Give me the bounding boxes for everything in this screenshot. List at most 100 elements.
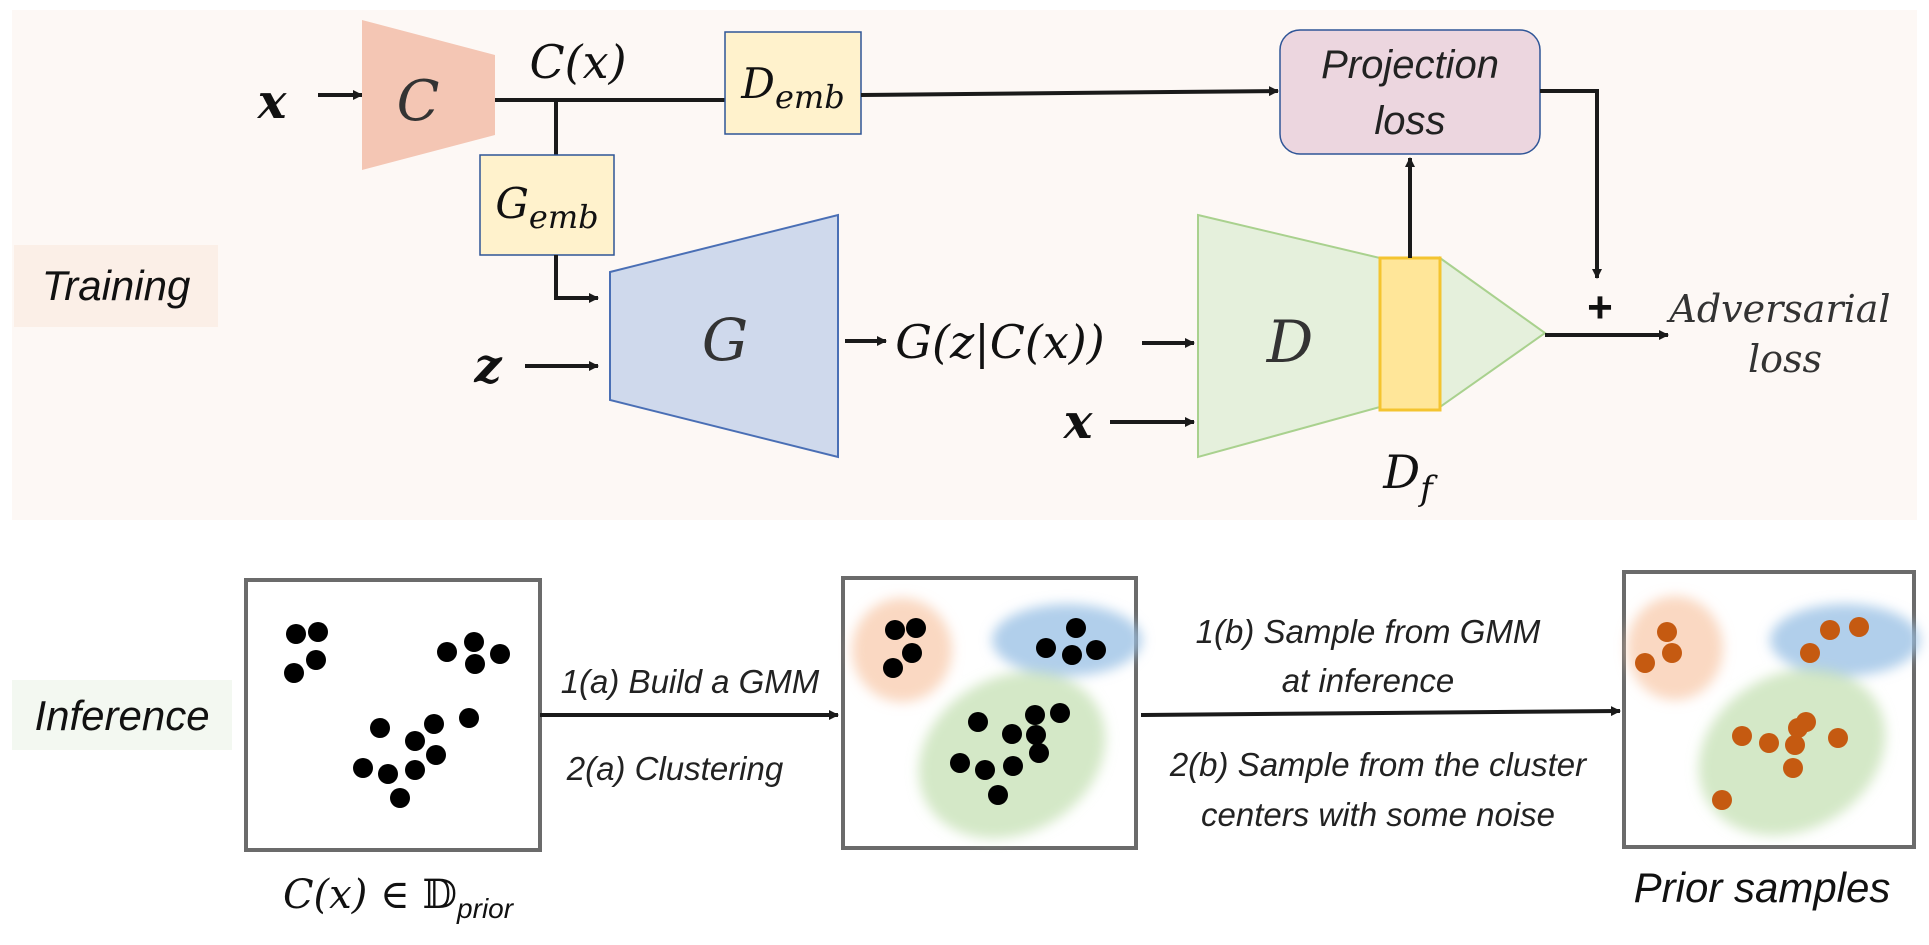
training-label-box bbox=[14, 245, 218, 327]
sample-point bbox=[1783, 758, 1803, 778]
generator-output-label: G(z|C(x)) bbox=[895, 315, 1104, 369]
projection-loss-line2: loss bbox=[1374, 99, 1445, 143]
prior-points bbox=[284, 622, 510, 808]
step-1b-line1: 1(b) Sample from GMM bbox=[1196, 613, 1541, 650]
data-point bbox=[883, 658, 903, 678]
g-emb-label: Gemb bbox=[495, 179, 598, 236]
prior-caption: C(x) ∈ 𝔻prior bbox=[283, 872, 515, 924]
encoder-c-label: C bbox=[397, 69, 440, 134]
g-emb-base: G bbox=[495, 179, 529, 228]
data-point bbox=[437, 642, 457, 662]
data-point bbox=[1029, 743, 1049, 763]
data-point bbox=[1066, 618, 1086, 638]
data-point bbox=[308, 622, 328, 642]
data-point bbox=[902, 643, 922, 663]
step-1a-label: 1(a) Build a GMM bbox=[561, 663, 820, 700]
sample-point bbox=[1657, 622, 1677, 642]
data-point bbox=[1086, 640, 1106, 660]
df-feature-box bbox=[1378, 256, 1442, 412]
sampled-points bbox=[1635, 617, 1869, 810]
data-point bbox=[390, 788, 410, 808]
inference-label-box bbox=[12, 680, 232, 750]
data-point bbox=[975, 760, 995, 780]
step-2b-line2: centers with some noise bbox=[1201, 796, 1555, 833]
data-point bbox=[426, 745, 446, 765]
plus-sign: + bbox=[1587, 283, 1613, 332]
generator-g bbox=[609, 213, 839, 459]
training-label: Training bbox=[42, 262, 191, 309]
data-point bbox=[405, 760, 425, 780]
g-emb-box bbox=[479, 154, 615, 256]
gemb-to-generator-arrow bbox=[554, 255, 599, 303]
projection-loss-line1: Projection bbox=[1321, 43, 1499, 87]
sample-point bbox=[1635, 653, 1655, 673]
data-point bbox=[424, 714, 444, 734]
data-point bbox=[1050, 703, 1070, 723]
data-point bbox=[353, 758, 373, 778]
data-point bbox=[988, 785, 1008, 805]
d-emb-base: D bbox=[740, 59, 775, 108]
generator-g-label: G bbox=[702, 306, 748, 374]
df-base: D bbox=[1382, 445, 1420, 499]
adversarial-loss-line1: Adversarial bbox=[1666, 287, 1890, 331]
sample-point bbox=[1712, 790, 1732, 810]
sample-point bbox=[1732, 726, 1752, 746]
sample-point bbox=[1828, 728, 1848, 748]
blue-cluster bbox=[992, 604, 1142, 676]
z-input-label: z bbox=[473, 338, 503, 394]
data-point bbox=[1003, 756, 1023, 776]
sample-point bbox=[1849, 617, 1869, 637]
data-point bbox=[968, 712, 988, 732]
data-point bbox=[286, 624, 306, 644]
data-point bbox=[885, 620, 905, 640]
data-point bbox=[284, 663, 304, 683]
clustered-points bbox=[883, 618, 1106, 805]
data-point bbox=[490, 644, 510, 664]
data-point bbox=[459, 708, 479, 728]
discriminator-d-label: D bbox=[1266, 308, 1314, 376]
orange-cluster bbox=[852, 598, 952, 702]
sample-point bbox=[1662, 643, 1682, 663]
demb-to-projection-arrow bbox=[860, 86, 1279, 97]
blue-cluster bbox=[1770, 604, 1920, 676]
prior-caption-sub: prior bbox=[456, 893, 515, 924]
data-point bbox=[1002, 724, 1022, 744]
sample-point bbox=[1785, 735, 1805, 755]
prior-samples-caption: Prior samples bbox=[1634, 864, 1891, 911]
prior-points-box bbox=[244, 578, 542, 852]
step-1b-line2: at inference bbox=[1282, 662, 1454, 699]
data-point bbox=[950, 753, 970, 773]
d-emb-label: Demb bbox=[740, 59, 844, 116]
projection-to-plus-arrow bbox=[1540, 89, 1602, 279]
data-point bbox=[906, 618, 926, 638]
step-2b-line1: 2(b) Sample from the cluster bbox=[1169, 746, 1588, 783]
data-point bbox=[1036, 638, 1056, 658]
x-input-label: x bbox=[257, 74, 288, 130]
data-point bbox=[464, 632, 484, 652]
sample-point bbox=[1759, 733, 1779, 753]
c-of-x-label: C(x) bbox=[529, 35, 626, 89]
sample-point bbox=[1820, 620, 1840, 640]
training-panel-background bbox=[12, 10, 1917, 520]
data-point bbox=[306, 650, 326, 670]
data-point bbox=[1026, 725, 1046, 745]
adversarial-loss-line2: loss bbox=[1748, 337, 1822, 381]
g-emb-sub: emb bbox=[529, 198, 599, 236]
data-point bbox=[370, 718, 390, 738]
x-real-input-label: x bbox=[1063, 394, 1094, 450]
sample-arrow bbox=[1140, 706, 1621, 717]
prior-caption-main: C(x) ∈ bbox=[283, 872, 422, 918]
data-point bbox=[1062, 645, 1082, 665]
data-point bbox=[378, 764, 398, 784]
data-point bbox=[1025, 705, 1045, 725]
step-2a-label: 2(a) Clustering bbox=[566, 750, 784, 787]
data-point bbox=[405, 731, 425, 751]
sample-point bbox=[1800, 643, 1820, 663]
inference-label: Inference bbox=[34, 692, 209, 739]
prior-caption-set: 𝔻 bbox=[422, 872, 457, 918]
d-emb-box bbox=[724, 31, 862, 135]
sample-point bbox=[1788, 718, 1808, 738]
data-point bbox=[465, 654, 485, 674]
encoder-c bbox=[362, 20, 495, 170]
